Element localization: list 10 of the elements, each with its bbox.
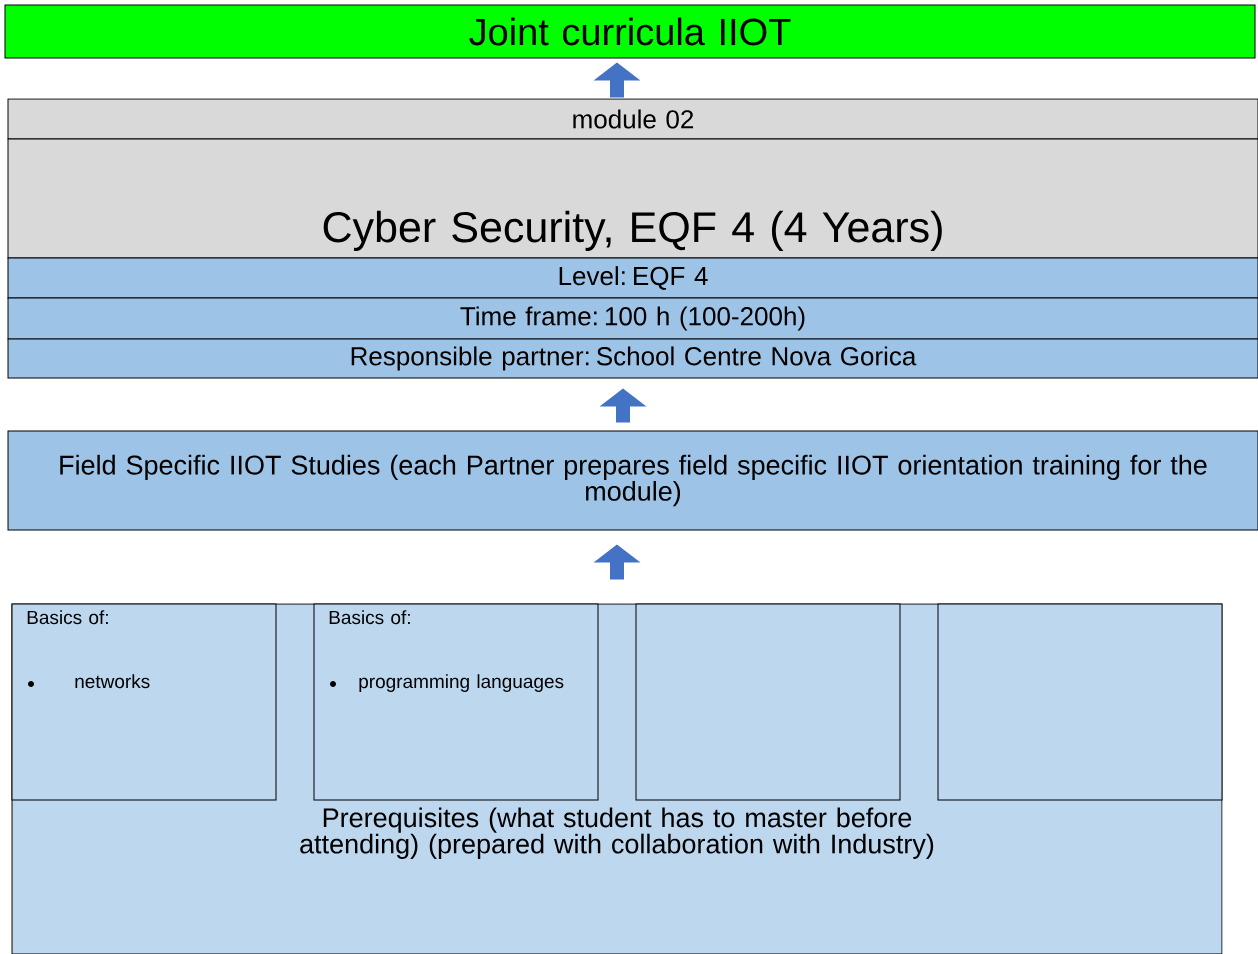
prerequisite-cell: [937, 603, 1223, 801]
heading-band: Field Specific IIOT Studies (each Partner prepares field specific IIOT orientation training for the module): [7, 430, 1258, 531]
heading-band: Responsible partner: School Centre Nova Gorica: [7, 338, 1258, 379]
heading-band: module 02: [7, 98, 1258, 140]
heading-band: Time frame: 100 h (100-200h): [7, 297, 1258, 340]
prerequisite-cell: Basics of: programming languages: [313, 603, 599, 801]
prerequisite-cell: [635, 603, 901, 801]
heading-band: Level: EQF 4: [7, 257, 1258, 299]
prerequisite-cell: Basics of: networks: [11, 603, 277, 801]
heading-band: Joint curricula IIOT: [4, 4, 1256, 59]
